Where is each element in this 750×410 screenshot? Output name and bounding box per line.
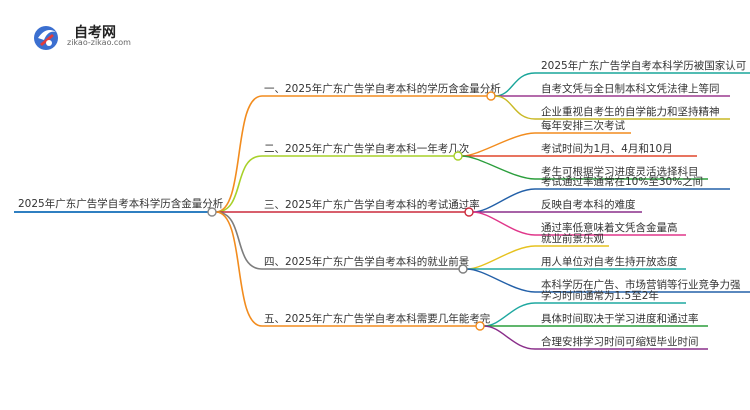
branch-node-circle	[464, 207, 474, 217]
child-label: 反映自考本科的难度	[541, 198, 636, 211]
child-connector	[466, 245, 536, 270]
branch-node-circle	[458, 264, 468, 274]
branch-connector	[215, 155, 263, 213]
branch-label: 一、2025年广东广告学自考本科的学历含金量分析	[264, 82, 501, 95]
child-label: 2025年广东广告学自考本科学历被国家认可	[541, 59, 746, 72]
child-label: 就业前景乐观	[541, 232, 604, 245]
child-connector	[461, 155, 536, 180]
branch-label: 三、2025年广东广告学自考本科的考试通过率	[264, 198, 480, 211]
branch-node-circle	[486, 91, 496, 101]
root-node-circle	[207, 207, 217, 217]
child-label: 具体时间取决于学习进度和通过率	[541, 312, 699, 325]
child-connector	[483, 325, 536, 350]
branch-connector	[215, 211, 263, 270]
child-label: 合理安排学习时间可缩短毕业时间	[541, 335, 699, 348]
branch-connector	[215, 211, 263, 327]
child-connector	[466, 268, 536, 293]
child-connector	[483, 302, 536, 327]
child-connector	[472, 188, 536, 213]
child-label: 考试时间为1月、4月和10月	[541, 142, 673, 155]
child-connector	[461, 132, 536, 157]
branch-label: 五、2025年广东广告学自考本科需要几年能考完	[264, 312, 491, 325]
child-label: 每年安排三次考试	[541, 119, 625, 132]
branch-node-circle	[475, 321, 485, 331]
logo-url[interactable]: zikao-zikao.com	[67, 38, 131, 47]
child-label: 学习时间通常为1.5至2年	[541, 289, 659, 302]
root-label: 2025年广东广告学自考本科学历含金量分析	[18, 197, 224, 210]
child-label: 用人单位对自考生持开放态度	[541, 255, 678, 268]
child-connector	[472, 211, 536, 236]
branch-connector	[215, 95, 263, 213]
child-label: 通过率低意味着文凭含金量高	[541, 221, 678, 234]
branch-node-circle	[453, 151, 463, 161]
child-label: 企业重视自考生的自学能力和坚持精神	[541, 105, 720, 118]
child-connector	[494, 95, 536, 120]
logo-icon	[34, 26, 58, 50]
child-label: 考生可根据学习进度灵活选择科目	[541, 165, 699, 178]
branch-label: 四、2025年广东广告学自考本科的就业前景	[264, 255, 469, 268]
child-label: 考试通过率通常在10%至30%之间	[541, 175, 703, 188]
child-label: 自考文凭与全日制本科文凭法律上等同	[541, 82, 720, 95]
logo-title[interactable]: 自考网	[74, 25, 116, 41]
child-connector	[494, 72, 536, 97]
site-logo	[34, 26, 58, 50]
branch-label: 二、2025年广东广告学自考本科一年考几次	[264, 142, 470, 155]
child-label: 本科学历在广告、市场营销等行业竞争力强	[541, 278, 741, 291]
